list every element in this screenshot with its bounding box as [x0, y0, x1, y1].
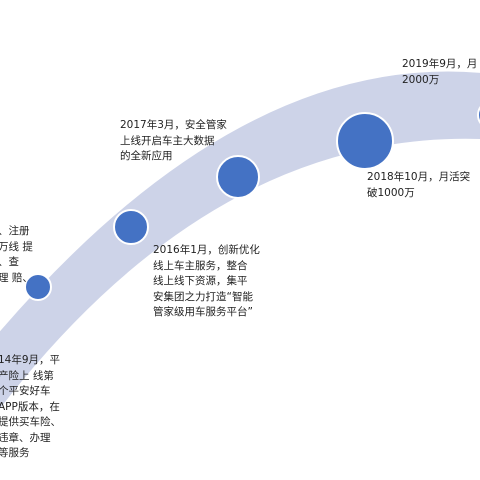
milestone-circle-2017 — [216, 155, 260, 199]
milestone-text-registration: 、注册 万线 提 、查 理 赔、 — [0, 225, 33, 284]
milestone-text-2017: 2017年3月，安全管家 上线开启车主大数据 的全新应用 — [120, 119, 227, 162]
milestone-circle-2014 — [24, 273, 52, 301]
milestone-circle-2018 — [336, 112, 394, 170]
milestone-text-2014: 14年9月，平 产险上 线第 个平安好车 APP版本，在 提供买车险、 违章、办… — [0, 354, 61, 459]
milestone-text-2019: 2019年9月，月 2000万 — [402, 58, 478, 86]
timeline-band — [0, 71, 480, 409]
milestone-text-2018: 2018年10月，月活突 破1000万 — [367, 171, 471, 199]
milestone-text-2016: 2016年1月，创新优化 线上车主服务，整合 线上线下资源，集平 安集团之力打造… — [153, 244, 260, 318]
milestone-circle-2016 — [113, 209, 149, 245]
